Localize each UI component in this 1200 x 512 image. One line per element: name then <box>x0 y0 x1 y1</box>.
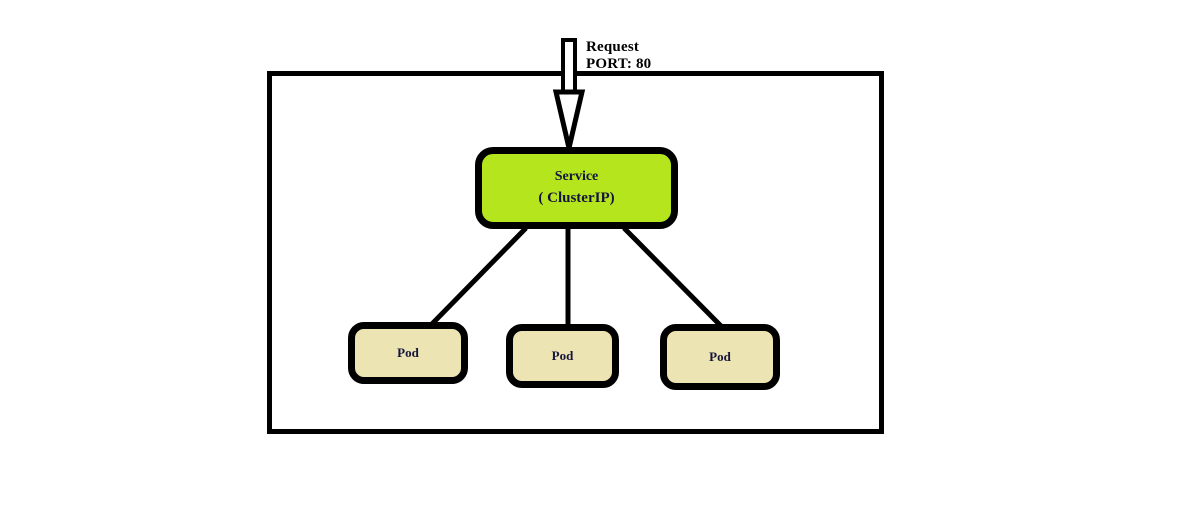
pod-node-3[interactable]: Pod <box>660 324 780 390</box>
pod-node-2[interactable]: Pod <box>506 324 619 388</box>
pod-node-2-label: Pod <box>551 348 574 363</box>
pod-node-1[interactable]: Pod <box>348 322 468 384</box>
pod-node-1-label: Pod <box>397 345 419 360</box>
service-node-title: Service <box>554 169 599 184</box>
request-arrow-icon <box>552 38 586 149</box>
service-node-subtitle: ( ClusterIP) <box>538 190 615 206</box>
pod-node-3-label: Pod <box>709 349 731 364</box>
service-node[interactable]: Service ( ClusterIP) <box>475 147 678 229</box>
request-label: Request PORT: 80 <box>586 39 651 73</box>
request-label-line2: PORT: 80 <box>586 56 652 72</box>
request-label-line1: Request <box>586 39 640 55</box>
